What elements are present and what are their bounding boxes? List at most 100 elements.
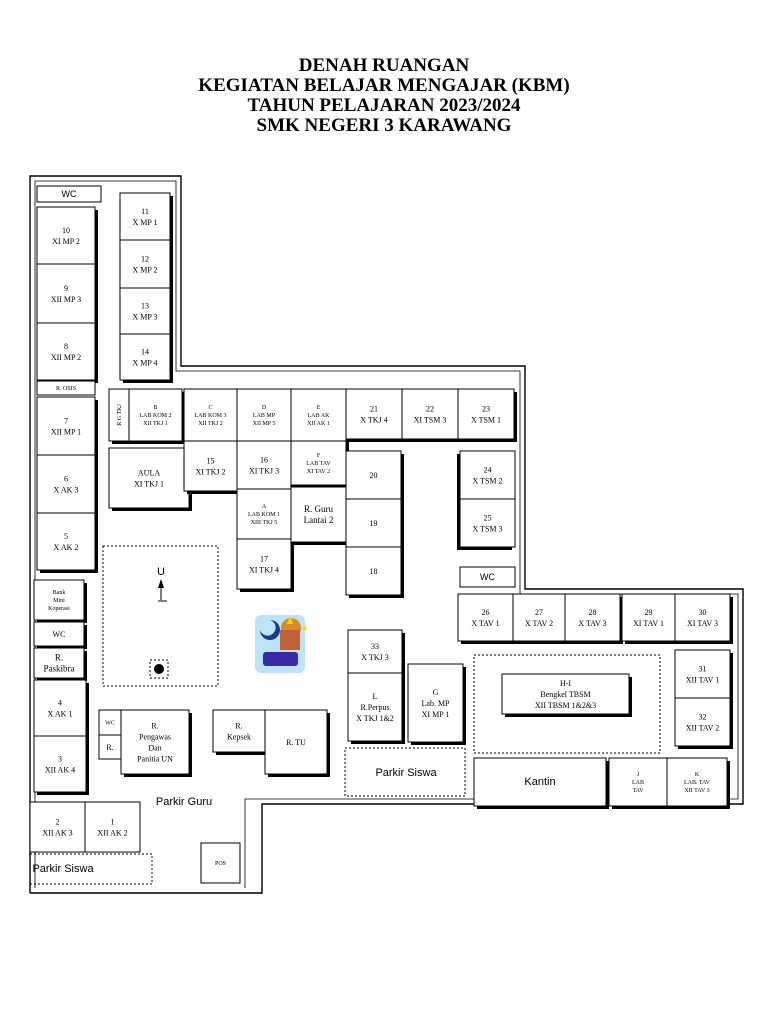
room-wc-mid: WC bbox=[98, 709, 122, 736]
room-label: X AK 3 bbox=[54, 486, 79, 495]
room-label: LAB AK bbox=[308, 413, 331, 419]
room-box bbox=[501, 673, 630, 715]
room-r-paskibra: R.Paskibra bbox=[33, 647, 87, 681]
room-box bbox=[36, 263, 96, 324]
room-label: R. bbox=[55, 653, 63, 663]
room-label: R. OSIS bbox=[56, 386, 76, 392]
room-label: X TSM 1 bbox=[471, 416, 501, 425]
site-boundary bbox=[29, 175, 744, 894]
room-label: X TAV 2 bbox=[525, 619, 553, 628]
room-label: WC bbox=[105, 721, 115, 727]
room-label: Koperasi bbox=[48, 606, 70, 612]
room-label: XII TBSM 1&2&3 bbox=[535, 701, 596, 710]
room-label: 21 bbox=[370, 405, 378, 414]
room-r23: 23 X TSM 1 bbox=[457, 388, 517, 442]
room-label: 24 bbox=[484, 466, 492, 475]
room-box bbox=[457, 593, 514, 642]
room-label: X TKJ 3 bbox=[361, 653, 388, 662]
room-box bbox=[264, 709, 328, 775]
room-label: A bbox=[262, 504, 267, 510]
room-label: 29 bbox=[645, 608, 653, 617]
room-r13: 13X MP 3 bbox=[119, 287, 173, 337]
room-box bbox=[200, 842, 241, 884]
room-r21: 21X TKJ 4 bbox=[345, 388, 405, 442]
room-box bbox=[119, 239, 171, 289]
room-label: XIII TKJ 5 bbox=[251, 520, 278, 526]
room-box bbox=[459, 566, 516, 588]
room-r18: 18 bbox=[345, 546, 404, 598]
room-label: XI TAV 3 bbox=[687, 619, 718, 628]
room-box bbox=[36, 185, 102, 203]
room-box bbox=[347, 629, 403, 674]
room-r24: 24 X TSM 2 bbox=[457, 450, 516, 502]
room-label: Dan bbox=[148, 744, 161, 753]
room-box bbox=[128, 388, 183, 442]
room-label: 6 bbox=[64, 475, 68, 484]
room-label: R. TU bbox=[286, 738, 306, 747]
room-box bbox=[459, 450, 516, 500]
room-label: L bbox=[373, 692, 378, 701]
compass-icon: U bbox=[157, 566, 167, 602]
field-area bbox=[102, 545, 219, 687]
parkir-siswa-bottom-area bbox=[29, 853, 153, 885]
room-r11: 11X MP 1 bbox=[119, 192, 173, 243]
room-label: E bbox=[317, 405, 321, 411]
room-label: Kepsek bbox=[227, 733, 251, 742]
room-label: LAB bbox=[632, 780, 644, 786]
room-label: 23 bbox=[482, 405, 490, 414]
room-box bbox=[401, 388, 459, 440]
room-wc-right: WC bbox=[459, 566, 516, 588]
title-line-1: DENAH RUANGAN bbox=[298, 55, 470, 76]
room-box bbox=[345, 388, 403, 440]
room-label: F bbox=[317, 453, 321, 459]
room-label: B bbox=[153, 405, 157, 411]
room-label: Panitia UN bbox=[137, 755, 173, 764]
room-label: XII MP 3 bbox=[51, 295, 81, 304]
room-label: LAB TAV bbox=[306, 461, 331, 467]
room-label: WC bbox=[62, 189, 77, 199]
room-label: X TSM 2 bbox=[472, 477, 502, 486]
flag-pole-area bbox=[149, 659, 169, 679]
room-box bbox=[290, 388, 347, 442]
room-r20: 20 bbox=[345, 450, 404, 502]
room-label: R. bbox=[106, 743, 113, 752]
room-label: 20 bbox=[370, 471, 378, 480]
room-kantin: Kantin bbox=[473, 757, 609, 809]
room-box bbox=[459, 498, 516, 548]
parkir-guru-label: Parkir Guru bbox=[156, 796, 212, 808]
room-r-osis: R. OSIS bbox=[36, 380, 96, 396]
room-r26: 26X TAV 1 bbox=[457, 593, 516, 644]
room-label: POS bbox=[215, 861, 226, 867]
flag-pole-icon bbox=[154, 664, 164, 674]
room-label: Bank bbox=[53, 590, 66, 596]
parkir-siswa-bottom-label: Parkir Siswa bbox=[32, 863, 94, 875]
room-label: Mini bbox=[53, 598, 65, 604]
room-label: 33 bbox=[371, 642, 379, 651]
room-label: XII AK 3 bbox=[42, 829, 72, 838]
room-label: R G TKJ bbox=[117, 404, 123, 426]
room-label: XII MP 2 bbox=[51, 353, 81, 362]
room-box bbox=[347, 672, 403, 742]
room-label: XI TAV 1 bbox=[633, 619, 664, 628]
room-box bbox=[183, 440, 238, 492]
room-label: 30 bbox=[699, 608, 707, 617]
room-label: XII TKJ 2 bbox=[198, 421, 223, 427]
room-box bbox=[236, 388, 292, 442]
room-box bbox=[473, 757, 607, 807]
room-label: X AK 1 bbox=[48, 710, 73, 719]
title-line-4: SMK NEGERI 3 KARAWANG bbox=[256, 115, 512, 136]
room-label: XII AK 2 bbox=[97, 829, 127, 838]
